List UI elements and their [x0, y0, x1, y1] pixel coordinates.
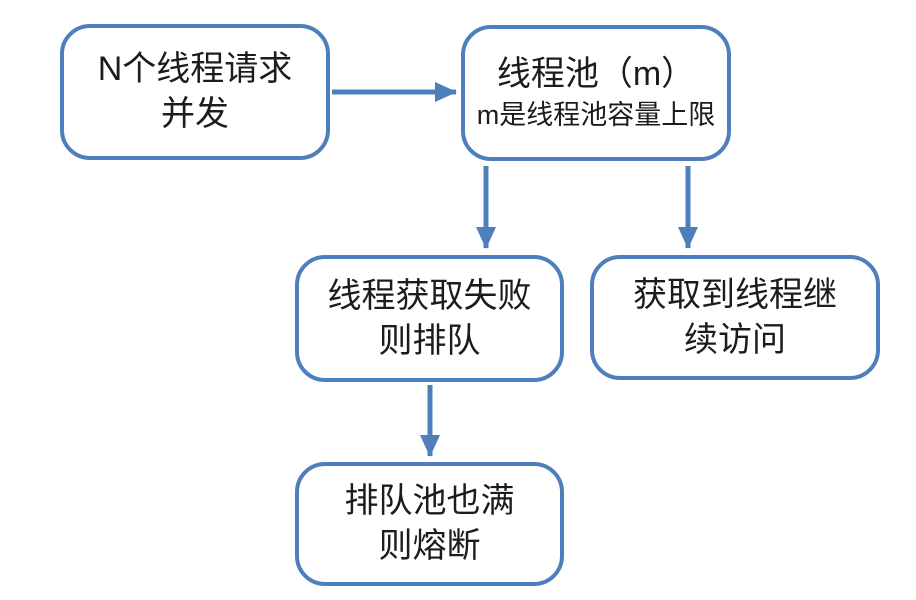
node-thread-pool: 线程池（m） m是线程池容量上限 [461, 25, 731, 161]
node-concurrent-requests: N个线程请求 并发 [60, 24, 330, 160]
node-queue-on-failure-line2: 则排队 [378, 321, 481, 360]
node-queue-on-failure: 线程获取失败 则排队 [295, 255, 564, 382]
node-concurrent-requests-line2: 并发 [161, 95, 229, 133]
node-circuit-break: 排队池也满 则熔断 [295, 462, 564, 586]
node-continue-access: 获取到线程继 续访问 [590, 255, 880, 380]
node-continue-access-line1: 获取到线程继 [633, 275, 837, 314]
node-circuit-break-line2: 则熔断 [378, 527, 481, 565]
node-thread-pool-subtitle: m是线程池容量上限 [476, 100, 716, 131]
node-queue-on-failure-line1: 线程获取失败 [327, 276, 532, 315]
node-continue-access-line2: 续访问 [684, 320, 786, 359]
node-thread-pool-line1: 线程池（m） [496, 55, 696, 94]
node-circuit-break-line1: 排队池也满 [344, 482, 515, 521]
node-concurrent-requests-line1: N个线程请求 [97, 50, 293, 89]
